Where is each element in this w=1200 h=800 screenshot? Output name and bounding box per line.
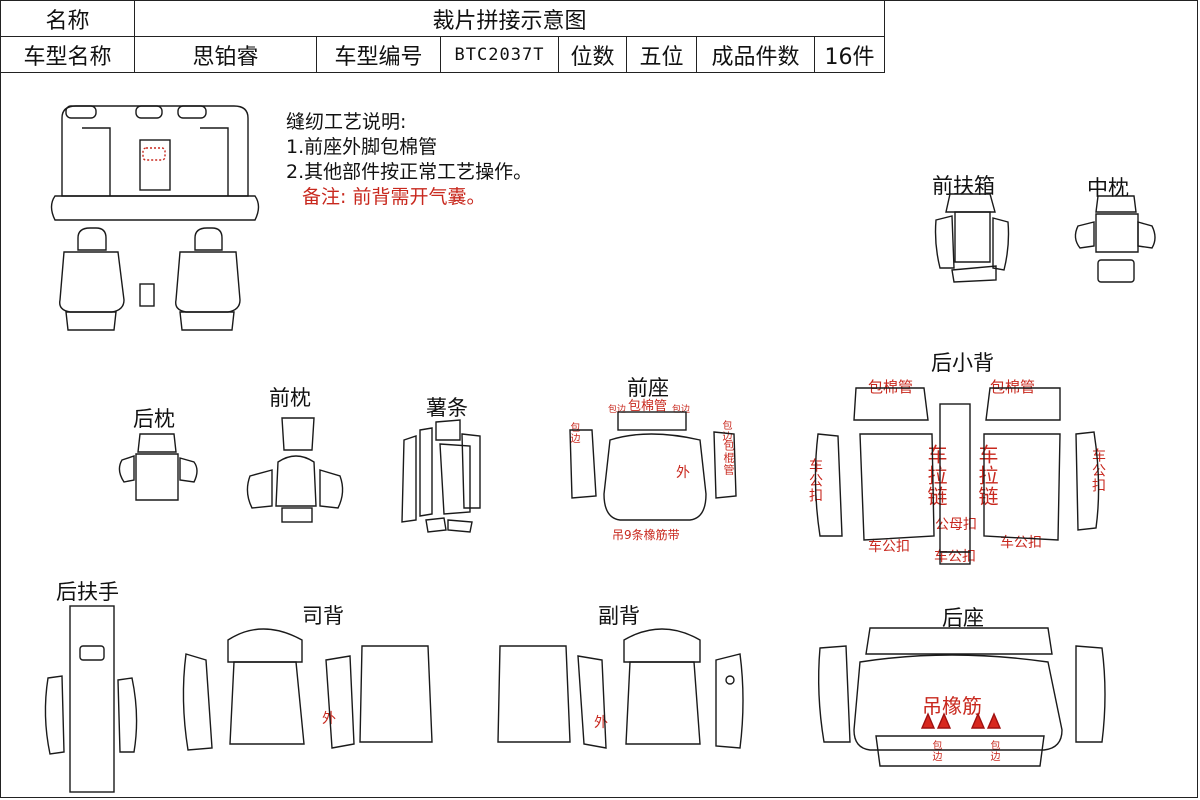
label-rear-pillow: 后枕 bbox=[133, 407, 175, 431]
notes-heading: 缝纫工艺说明: bbox=[286, 111, 407, 133]
annot-back-zipper-right: 车拉链 bbox=[975, 444, 999, 507]
annot-back-cotton-tube-right: 包棉管 bbox=[990, 378, 1036, 396]
piece-count-value: 16件 bbox=[814, 36, 885, 73]
diagram-title: 裁片拼接示意图 bbox=[134, 0, 885, 37]
annot-front-side-edge-left: 包边 bbox=[568, 422, 579, 444]
label-rear-small-back: 后小背 bbox=[931, 351, 994, 375]
annot-front-hang-elastic: 吊9条橡筋带 bbox=[612, 528, 680, 542]
annot-driver-outer: 外 bbox=[322, 711, 336, 727]
label-driver-back: 司背 bbox=[302, 604, 344, 628]
annot-rear-edge-right: 包边 bbox=[988, 740, 999, 762]
rear-pillow-pieces bbox=[118, 433, 198, 501]
annot-front-side-edge-right: 包边 bbox=[720, 420, 731, 442]
annot-back-zipper-left: 车拉链 bbox=[924, 444, 948, 507]
rear-armrest-pieces bbox=[44, 605, 138, 793]
driver-back-pieces bbox=[182, 628, 433, 751]
annot-rear-edge-left: 包边 bbox=[930, 740, 941, 762]
front-pillow-pieces bbox=[246, 417, 344, 523]
notes-line-2: 2.其他部件按正常工艺操作。 bbox=[286, 161, 533, 183]
model-code-label: 车型编号 bbox=[316, 36, 441, 73]
annot-back-snap-bottom-center: 车公扣 bbox=[934, 549, 976, 565]
label-front-seat: 前座 bbox=[627, 376, 669, 400]
model-name-value: 思铂睿 bbox=[134, 36, 317, 73]
model-name-label: 车型名称 bbox=[0, 36, 135, 73]
overview-front-seats bbox=[59, 227, 241, 331]
label-front-pillow: 前枕 bbox=[269, 386, 311, 410]
label-passenger-back: 副背 bbox=[598, 604, 640, 628]
model-code-value: BTC2037T bbox=[440, 36, 559, 73]
annot-front-cotton-tube: 包棉管 bbox=[628, 399, 668, 414]
middle-pillow-pieces bbox=[1074, 195, 1156, 283]
label-rear-armrest: 后扶手 bbox=[56, 580, 119, 604]
annot-back-cotton-tube-left: 包棉管 bbox=[868, 378, 914, 396]
passenger-back-pieces bbox=[497, 628, 744, 749]
seats-value: 五位 bbox=[626, 36, 697, 73]
strip-pieces bbox=[401, 419, 481, 533]
annot-front-edge-right: 包边 bbox=[672, 405, 691, 415]
front-seat-pieces bbox=[569, 411, 737, 521]
piece-count-label: 成品件数 bbox=[696, 36, 815, 73]
annot-back-snap-bottom-left: 车公扣 bbox=[868, 539, 910, 555]
header-table: 名称 裁片拼接示意图 车型名称 思铂睿 车型编号 BTC2037T 位数 五位 … bbox=[0, 0, 885, 73]
label-rear-seat: 后座 bbox=[942, 606, 984, 630]
front-armrest-box-pieces bbox=[934, 193, 1010, 283]
seats-label: 位数 bbox=[558, 36, 627, 73]
rear-small-back-pieces bbox=[814, 387, 1100, 565]
annot-rear-hang-elastic: 吊橡筋 bbox=[922, 694, 982, 718]
rear-seat-pieces bbox=[817, 627, 1106, 767]
label-strip: 薯条 bbox=[426, 396, 468, 420]
overview-rear-bench bbox=[50, 105, 260, 221]
annot-front-side-tube: 包棍管 bbox=[722, 440, 735, 476]
annot-front-outer: 外 bbox=[676, 465, 690, 481]
sewing-notes: 缝纫工艺说明: 1.前座外脚包棉管 2.其他部件按正常工艺操作。 备注: 前背需… bbox=[286, 110, 532, 210]
annot-front-edge-left: 包边 bbox=[608, 405, 627, 415]
notes-line-1: 1.前座外脚包棉管 bbox=[286, 136, 438, 158]
annot-back-male-female-snap: 公母扣 bbox=[935, 517, 977, 533]
notes-remark: 备注: 前背需开气囊。 bbox=[302, 186, 486, 208]
